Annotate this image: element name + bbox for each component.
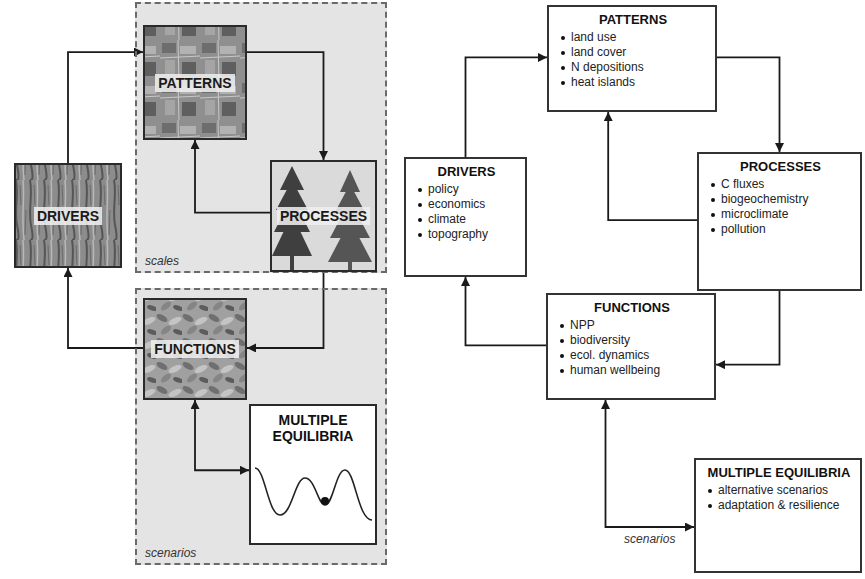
scales-ground bbox=[135, 2, 387, 273]
equilibria-box: MULTIPLE EQUILIBRIA bbox=[249, 404, 377, 545]
photo-box: DRIVERS bbox=[14, 163, 122, 268]
region-label: scales bbox=[145, 254, 377, 268]
bullet-text: alternative scenarios bbox=[718, 483, 828, 498]
connector-arrow bbox=[466, 57, 548, 157]
photo-title: DRIVERS bbox=[34, 207, 102, 225]
bullet-item: biogeochemistry bbox=[709, 192, 852, 207]
bullet-text: human wellbeing bbox=[570, 363, 660, 378]
photo-title: PATTERNS bbox=[155, 74, 234, 92]
photo-title: PROCESSES bbox=[277, 207, 370, 225]
photo-box: FUNCTIONS bbox=[143, 298, 247, 400]
equilibria-curve bbox=[249, 404, 377, 545]
bullet-item: N depositions bbox=[559, 60, 707, 75]
bullet-item: economics bbox=[416, 197, 517, 212]
photo-box: PROCESSES bbox=[270, 160, 377, 272]
process-box: FUNCTIONS NPPbiodiversityecol. dynamicshu… bbox=[546, 293, 716, 400]
bullet-dot bbox=[711, 228, 715, 232]
connector-arrow bbox=[68, 52, 143, 163]
bullet-text: adaptation & resilience bbox=[718, 498, 839, 513]
bullet-item: human wellbeing bbox=[558, 363, 706, 378]
bullet-item: pollution bbox=[709, 222, 852, 237]
bullet-text: policy bbox=[428, 182, 459, 197]
connector-arrow bbox=[608, 112, 697, 220]
bullet-dot bbox=[708, 489, 712, 493]
bullet-dot bbox=[561, 36, 565, 40]
bullet-text: biodiversity bbox=[570, 333, 630, 348]
bullet-text: climate bbox=[428, 212, 466, 227]
photo-box: PATTERNS bbox=[143, 25, 247, 140]
bullet-item: climate bbox=[416, 212, 517, 227]
connector-arrow bbox=[606, 400, 695, 527]
bullet-text: microclimate bbox=[721, 207, 788, 222]
bullet-item: biodiversity bbox=[558, 333, 706, 348]
bullet-item: land cover bbox=[559, 45, 707, 60]
bullet-item: policy bbox=[416, 182, 517, 197]
bullet-item: topography bbox=[416, 227, 517, 242]
photo-title: FUNCTIONS bbox=[151, 340, 239, 358]
box-title: PATTERNS bbox=[559, 12, 707, 27]
bullet-item: NPP bbox=[558, 318, 706, 333]
bullet-text: pollution bbox=[721, 222, 766, 237]
process-box: MULTIPLE EQUILIBRIA alternative scenarios… bbox=[694, 458, 862, 573]
box-title: PROCESSES bbox=[709, 159, 852, 174]
box-title: MULTIPLE EQUILIBRIA bbox=[255, 412, 371, 444]
bark-photo bbox=[14, 163, 122, 268]
aerial-photo bbox=[143, 25, 247, 140]
bullet-dot bbox=[560, 324, 564, 328]
bullet-text: topography bbox=[428, 227, 488, 242]
connector-arrow bbox=[68, 268, 143, 348]
bullet-item: alternative scenarios bbox=[706, 483, 852, 498]
dashed-region: scenarios FUNCTIONS MULTIPLE EQUILIBRIA bbox=[135, 288, 387, 565]
connector-arrow bbox=[717, 57, 780, 152]
bullet-dot bbox=[561, 66, 565, 70]
leaf-photo bbox=[143, 298, 247, 400]
bullet-text: ecol. dynamics bbox=[570, 348, 649, 363]
connector-arrow bbox=[195, 400, 249, 470]
edge-label: scenarios bbox=[622, 532, 677, 546]
box-title: MULTIPLE EQUILIBRIA bbox=[706, 465, 852, 480]
bullet-dot bbox=[711, 198, 715, 202]
region-label: scenarios bbox=[145, 546, 377, 560]
bullet-text: N depositions bbox=[571, 60, 644, 75]
bullet-dot bbox=[418, 188, 422, 192]
connector-arrow bbox=[195, 140, 270, 213]
box-title: DRIVERS bbox=[416, 164, 517, 179]
bullet-text: biogeochemistry bbox=[721, 192, 808, 207]
scenarios-ground bbox=[135, 288, 387, 565]
process-box: PATTERNS land useland coverN depositionsh… bbox=[547, 5, 717, 112]
bullet-item: adaptation & resilience bbox=[706, 498, 852, 513]
bullet-dot bbox=[418, 218, 422, 222]
bullet-text: C fluxes bbox=[721, 177, 764, 192]
process-box: DRIVERS policyeconomicsclimatetopography bbox=[404, 157, 527, 277]
conifer-photo bbox=[270, 160, 377, 272]
bullet-dot bbox=[708, 504, 712, 508]
bullet-text: heat islands bbox=[571, 75, 635, 90]
process-box: PROCESSES C fluxesbiogeochemistrymicrocli… bbox=[697, 152, 862, 291]
bullet-dot bbox=[711, 183, 715, 187]
bullet-dot bbox=[418, 233, 422, 237]
bullet-item: ecol. dynamics bbox=[558, 348, 706, 363]
bullet-dot bbox=[561, 51, 565, 55]
connector-arrow bbox=[466, 277, 547, 345]
bullet-dot bbox=[560, 339, 564, 343]
bullet-text: economics bbox=[428, 197, 485, 212]
bullet-dot bbox=[560, 354, 564, 358]
connector-arrow bbox=[247, 52, 324, 160]
bullet-dot bbox=[561, 81, 565, 85]
bullet-dot bbox=[418, 203, 422, 207]
bullet-item: land use bbox=[559, 30, 707, 45]
bullet-text: NPP bbox=[570, 318, 595, 333]
bullet-item: heat islands bbox=[559, 75, 707, 90]
box-title: FUNCTIONS bbox=[558, 300, 706, 315]
connector-arrow bbox=[716, 291, 780, 365]
dashed-region: scales PATTERNS PROCESSES bbox=[135, 2, 387, 273]
bullet-dot bbox=[560, 369, 564, 373]
bullet-text: land use bbox=[571, 30, 616, 45]
bullet-text: land cover bbox=[571, 45, 626, 60]
bullet-item: C fluxes bbox=[709, 177, 852, 192]
connector-arrow bbox=[247, 272, 324, 348]
bullet-dot bbox=[711, 213, 715, 217]
bullet-item: microclimate bbox=[709, 207, 852, 222]
